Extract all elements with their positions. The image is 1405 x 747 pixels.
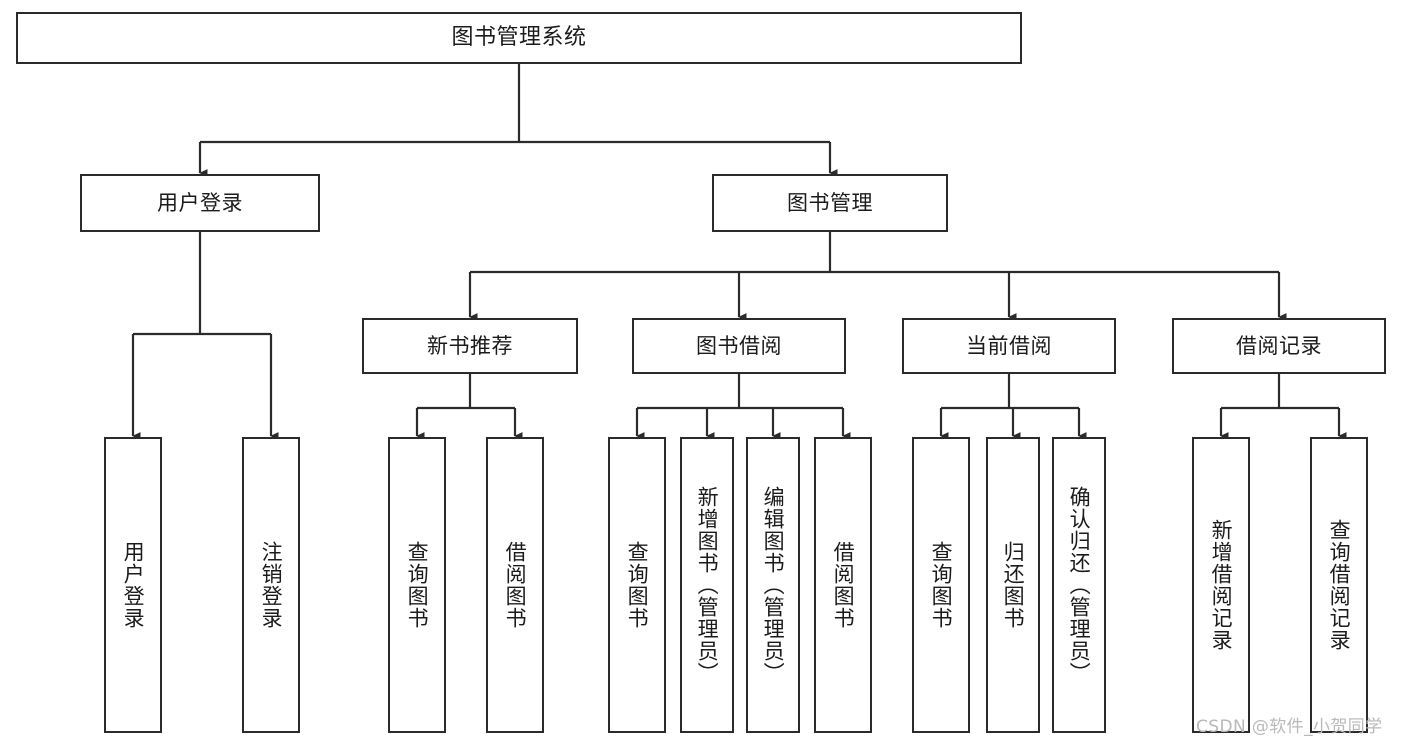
node-label: 借阅图书 (831, 541, 856, 629)
node-label: 查询图书 (929, 541, 954, 629)
node-root[interactable]: 图书管理系统 (16, 12, 1022, 64)
node-leaf-nb-borrow[interactable]: 借阅图书 (486, 437, 544, 733)
node-leaf-user-logout[interactable]: 注销登录 (242, 437, 300, 733)
node-bookmgmt[interactable]: 图书管理 (712, 174, 948, 232)
csdn-watermark: CSDN @软件_小贺同学 (1196, 717, 1383, 737)
node-label: 图书管理 (787, 190, 873, 215)
node-label: 注销登录 (259, 541, 284, 629)
node-label: 查询借阅记录 (1327, 519, 1352, 651)
node-borrow[interactable]: 图书借阅 (632, 318, 846, 374)
node-login[interactable]: 用户登录 (80, 174, 320, 232)
node-label: 查询图书 (405, 541, 430, 629)
node-label: 新增借阅记录 (1209, 519, 1234, 651)
node-leaf-cu-query[interactable]: 查询图书 (912, 437, 970, 733)
node-leaf-bo-borrow[interactable]: 借阅图书 (814, 437, 872, 733)
node-label: 归还图书 (1001, 541, 1026, 629)
node-label: 借阅记录 (1236, 333, 1322, 358)
node-leaf-cu-confirm[interactable]: 确认归还（管理员） (1052, 437, 1106, 733)
node-label: 新书推荐 (427, 333, 513, 358)
node-leaf-re-add[interactable]: 新增借阅记录 (1192, 437, 1250, 733)
node-newbook[interactable]: 新书推荐 (362, 318, 578, 374)
node-label: 新增图书（管理员） (695, 486, 720, 684)
node-leaf-cu-return[interactable]: 归还图书 (986, 437, 1040, 733)
node-label: 图书管理系统 (451, 25, 587, 51)
node-records[interactable]: 借阅记录 (1172, 318, 1386, 374)
node-leaf-re-query[interactable]: 查询借阅记录 (1310, 437, 1368, 733)
node-label: 查询图书 (625, 541, 650, 629)
node-label: 编辑图书（管理员） (761, 486, 786, 684)
node-leaf-bo-add[interactable]: 新增图书（管理员） (680, 437, 734, 733)
node-leaf-nb-query[interactable]: 查询图书 (388, 437, 446, 733)
node-leaf-user-login[interactable]: 用户登录 (104, 437, 162, 733)
node-label: 图书借阅 (696, 333, 782, 358)
node-leaf-bo-edit[interactable]: 编辑图书（管理员） (746, 437, 800, 733)
node-current[interactable]: 当前借阅 (902, 318, 1116, 374)
node-label: 用户登录 (157, 190, 243, 215)
node-label: 确认归还（管理员） (1067, 486, 1092, 684)
node-leaf-bo-query[interactable]: 查询图书 (608, 437, 666, 733)
node-label: 当前借阅 (966, 333, 1052, 358)
node-label: 借阅图书 (503, 541, 528, 629)
node-label: 用户登录 (121, 541, 146, 629)
